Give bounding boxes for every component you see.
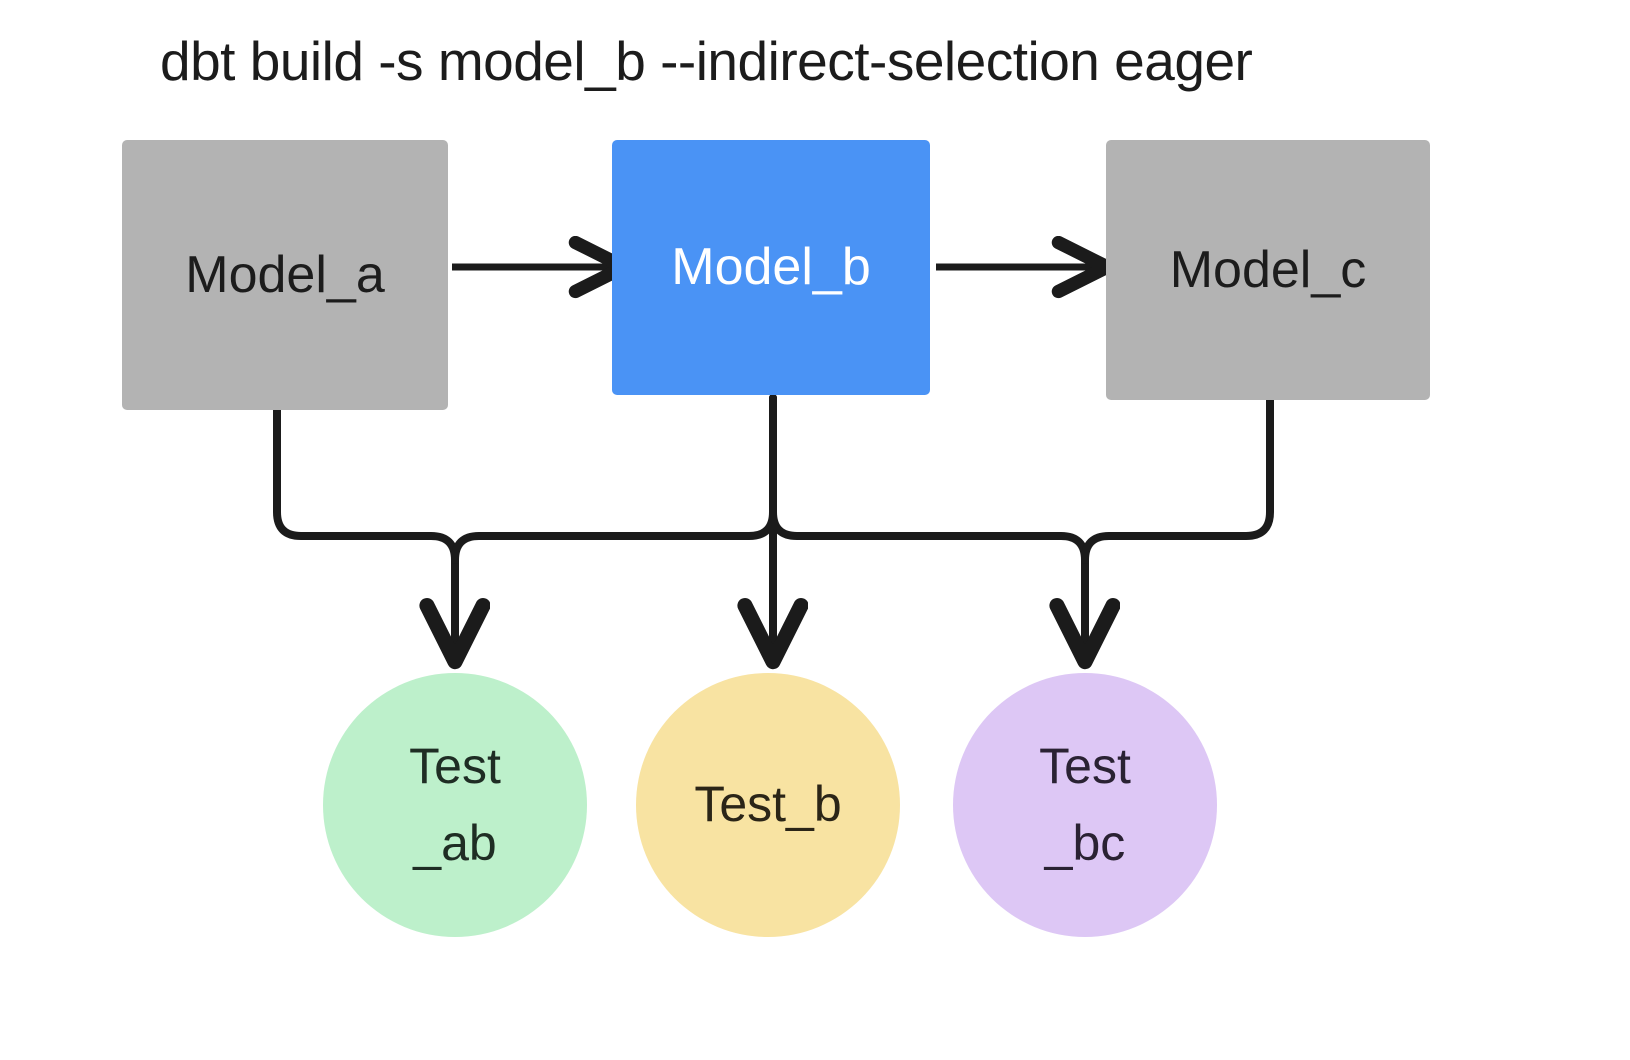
node-model-b-label: Model_b (671, 238, 871, 297)
node-test-b-label: Test_b (694, 776, 842, 833)
edge-model-b-to-test-bc (769, 394, 1085, 660)
node-test-bc-label: Test _bc (1039, 737, 1131, 872)
diagram-title: dbt build -s model_b --indirect-selectio… (160, 30, 1253, 92)
node-model-b[interactable]: Model_b (612, 140, 930, 395)
edge-model-c-to-test-bc (1081, 394, 1274, 564)
node-model-c[interactable]: Model_c (1106, 140, 1430, 400)
node-test-b[interactable]: Test_b (636, 673, 900, 937)
edge-model-a-to-test-ab (273, 394, 455, 660)
node-test-bc[interactable]: Test _bc (953, 673, 1217, 937)
node-test-ab-label: Test _ab (409, 737, 501, 872)
node-model-a[interactable]: Model_a (122, 140, 448, 410)
node-model-a-label: Model_a (185, 245, 385, 304)
node-model-c-label: Model_c (1169, 240, 1367, 299)
node-test-ab[interactable]: Test _ab (323, 673, 587, 937)
edge-model-b-to-test-ab (451, 394, 777, 564)
